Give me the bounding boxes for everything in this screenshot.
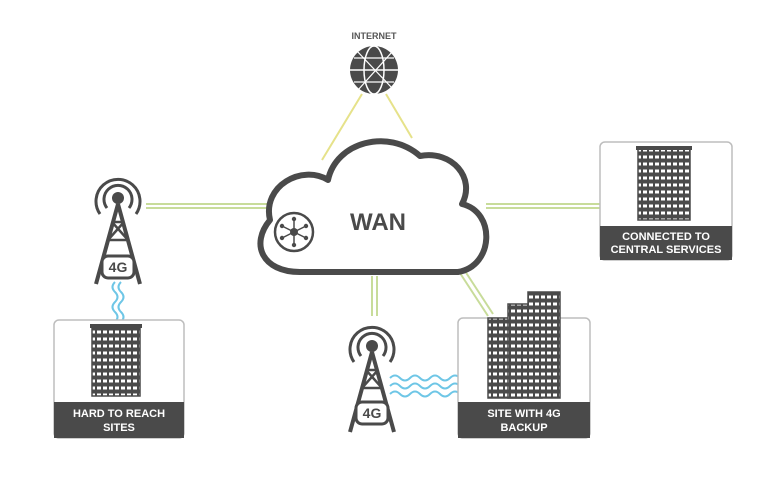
internet-label: INTERNET	[352, 31, 398, 41]
radio-wave-left	[111, 281, 125, 323]
cell-tower-icon-left	[94, 177, 142, 285]
internet-globe-icon	[350, 45, 398, 95]
hard-to-reach-label-line2: SITES	[103, 422, 135, 434]
hard-to-reach-label-line1: HARD TO REACH	[73, 408, 165, 420]
tower-badge-left: 4G	[109, 259, 128, 275]
backup-label-line2: BACKUP	[500, 422, 547, 434]
tower-badge-bottom: 4G	[363, 405, 382, 421]
central-label-line1: CONNECTED TO	[622, 231, 710, 243]
building-icon-backup	[487, 291, 561, 399]
site-card-backup	[457, 291, 591, 439]
wan-cloud	[257, 138, 490, 275]
central-label-line2: CENTRAL SERVICES	[611, 244, 722, 256]
radio-wave-bottom	[389, 374, 461, 398]
building-icon-hard-to-reach	[90, 324, 142, 397]
link-internet	[321, 93, 413, 161]
building-icon-central	[636, 146, 692, 221]
hub-icon	[273, 211, 315, 253]
backup-label-line1: SITE WITH 4G	[487, 408, 560, 420]
link-central-site	[486, 203, 600, 209]
link-backup-site	[457, 267, 494, 317]
site-card-central	[599, 141, 733, 261]
link-bottom-tower	[371, 276, 378, 316]
cell-tower-icon-bottom	[348, 325, 396, 433]
wan-label: WAN	[350, 209, 406, 236]
site-card-hard-to-reach	[53, 319, 185, 439]
link-left-tower	[146, 203, 282, 209]
